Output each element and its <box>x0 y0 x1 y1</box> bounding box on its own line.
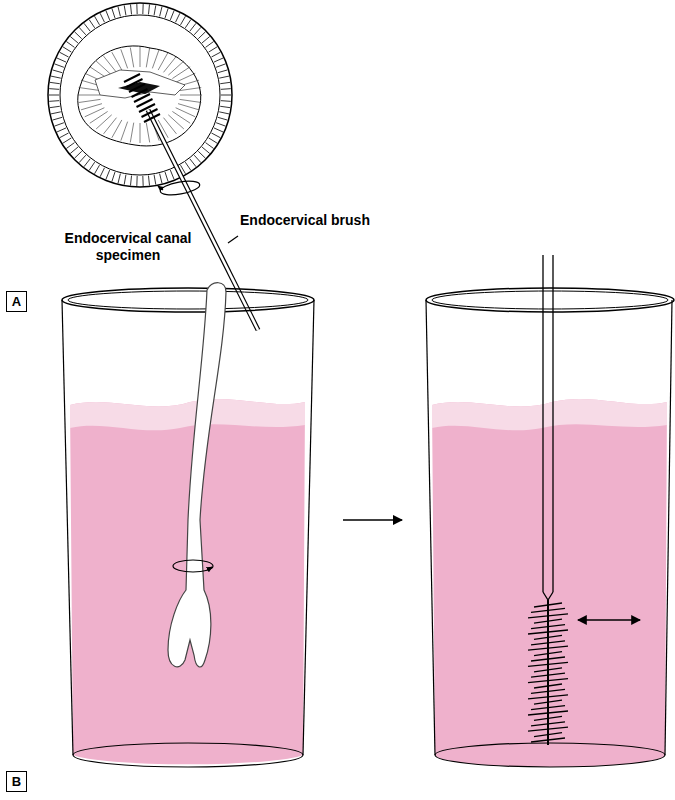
beaker-brush <box>426 255 674 767</box>
panel-letter-box: A <box>6 291 27 312</box>
process-arrow <box>343 519 402 521</box>
beaker-spatula <box>62 283 314 767</box>
panel-letter: A <box>12 295 21 308</box>
panel-letter: B <box>12 775 21 788</box>
part-label: Endocervical brush <box>240 212 370 229</box>
cervix-drawing <box>48 3 232 187</box>
part-label: Endocervical canal specimen <box>58 230 198 264</box>
panel-letter-box: B <box>6 771 27 792</box>
